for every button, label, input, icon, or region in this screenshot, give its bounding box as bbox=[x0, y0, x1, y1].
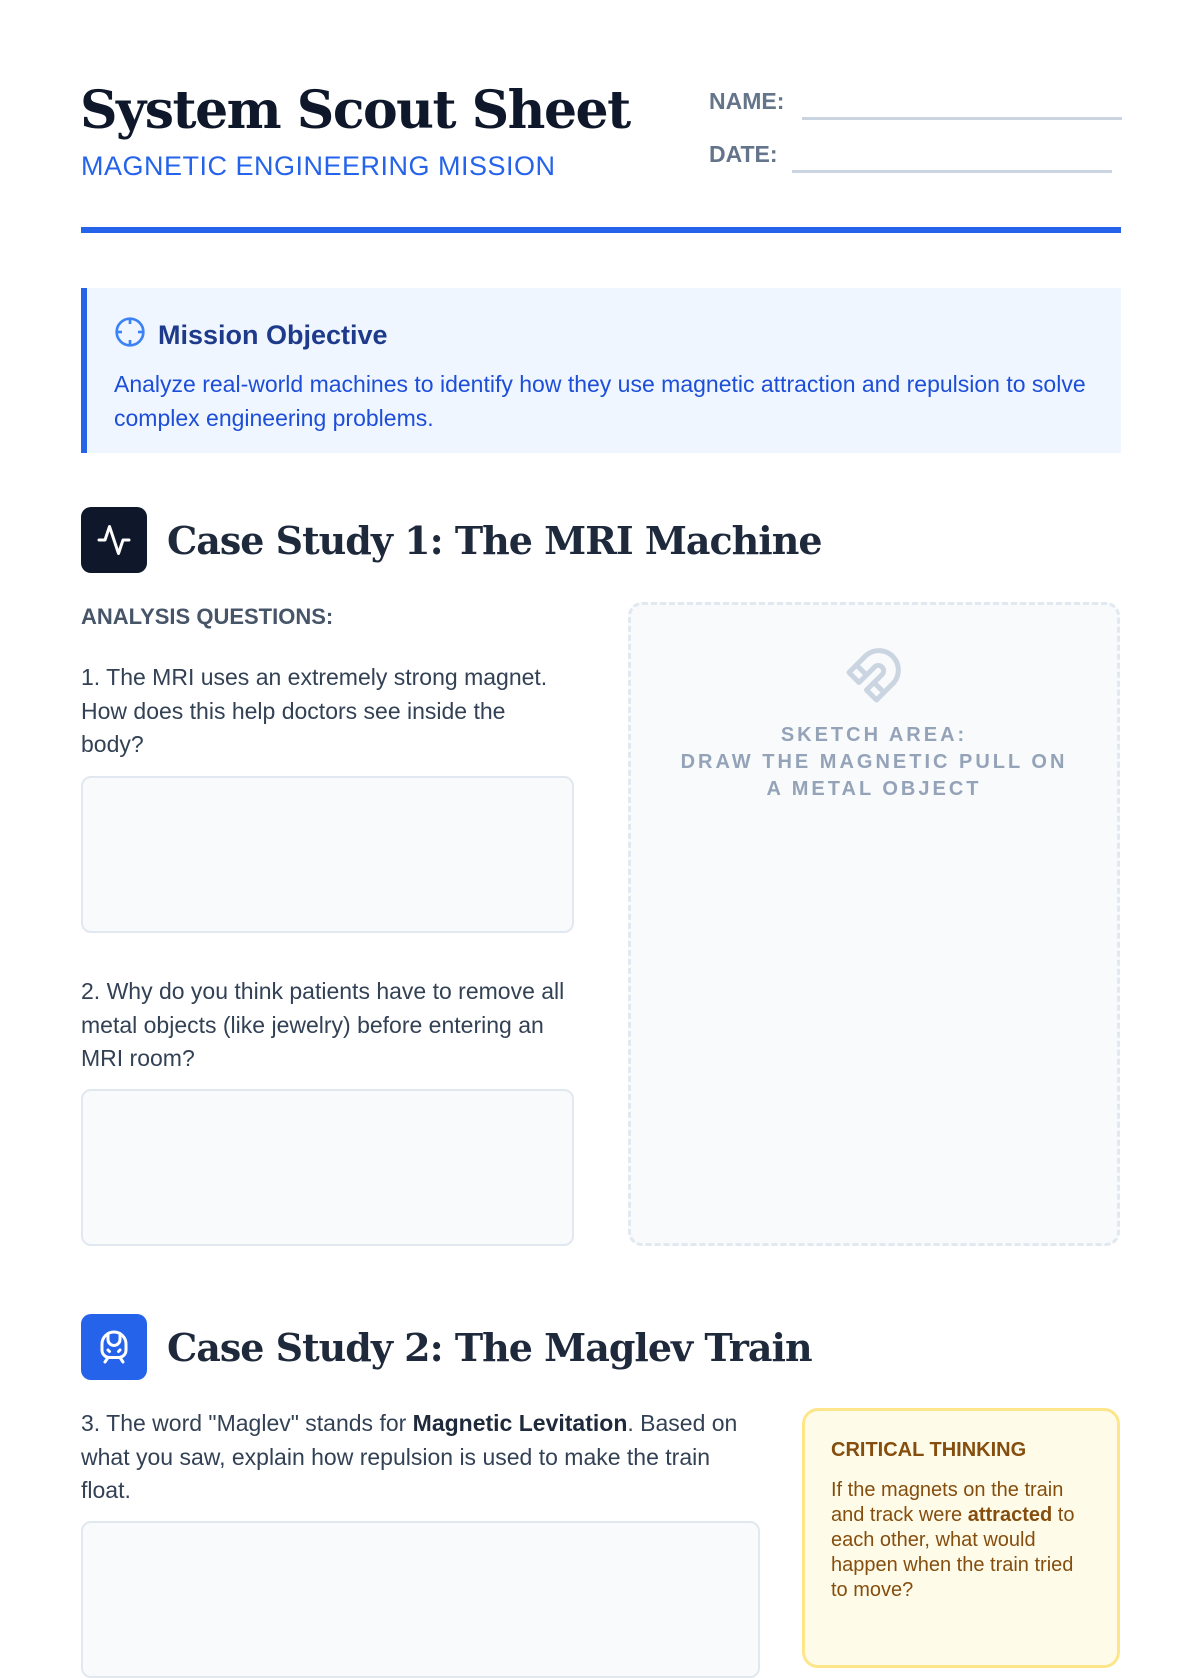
mission-text: Analyze real-world machines to identify … bbox=[114, 371, 1086, 431]
sketch-label: SKETCH AREA: bbox=[780, 724, 968, 746]
critical-text-emphasis: attracted bbox=[967, 1504, 1053, 1526]
critical-thinking-title: CRITICAL THINKING bbox=[831, 1439, 1027, 1461]
question-2: 2. Why do you think patients have to rem… bbox=[81, 978, 565, 1071]
activity-icon bbox=[81, 507, 147, 573]
critical-text-end: to each other, what would happen when th… bbox=[831, 1504, 1075, 1601]
train-icon bbox=[81, 1314, 147, 1380]
case-study-2-header: Case Study 2: The Maglev Train bbox=[81, 1314, 813, 1380]
header-divider bbox=[81, 227, 1121, 233]
question-3-emphasis: Magnetic Levitation bbox=[412, 1410, 628, 1436]
answer-box-1[interactable] bbox=[81, 776, 574, 933]
case-study-1-title: Case Study 1: The MRI Machine bbox=[167, 517, 823, 563]
case-study-1-header: Case Study 1: The MRI Machine bbox=[81, 507, 823, 573]
case-study-2-title: Case Study 2: The Maglev Train bbox=[167, 1324, 813, 1370]
question-3-text-end: . Based on what you saw, explain how rep… bbox=[81, 1410, 738, 1503]
critical-text-start: If the magnets on the train and track we… bbox=[831, 1479, 1064, 1526]
page-title: System Scout Sheet bbox=[80, 80, 631, 141]
mission-title: Mission Objective bbox=[158, 320, 388, 350]
answer-box-2[interactable] bbox=[81, 1089, 574, 1246]
question-3-text: 3. The word "Maglev" stands for bbox=[81, 1410, 413, 1436]
analysis-questions-label: ANALYSIS QUESTIONS: bbox=[81, 604, 334, 629]
sketch-area[interactable]: SKETCH AREA: DRAW THE MAGNETIC PULL ON A… bbox=[628, 602, 1120, 1246]
crosshair-icon bbox=[114, 316, 146, 355]
critical-thinking-text: If the magnets on the train and track we… bbox=[831, 1478, 1091, 1603]
mission-objective-panel: Mission Objective Analyze real-world mac… bbox=[81, 288, 1121, 453]
name-field[interactable] bbox=[802, 117, 1122, 120]
question-1: 1. The MRI uses an extremely strong magn… bbox=[81, 664, 548, 757]
date-label: DATE: bbox=[709, 141, 778, 167]
critical-thinking-box: CRITICAL THINKING If the magnets on the … bbox=[802, 1408, 1120, 1668]
page-subtitle: MAGNETIC ENGINEERING MISSION bbox=[81, 151, 556, 181]
sketch-instruction: DRAW THE MAGNETIC PULL ON A METAL OBJECT bbox=[680, 751, 1068, 800]
date-field[interactable] bbox=[792, 170, 1112, 173]
question-3: 3. The word "Maglev" stands for Magnetic… bbox=[81, 1407, 761, 1508]
magnet-icon bbox=[844, 648, 904, 709]
name-label: NAME: bbox=[709, 88, 785, 114]
